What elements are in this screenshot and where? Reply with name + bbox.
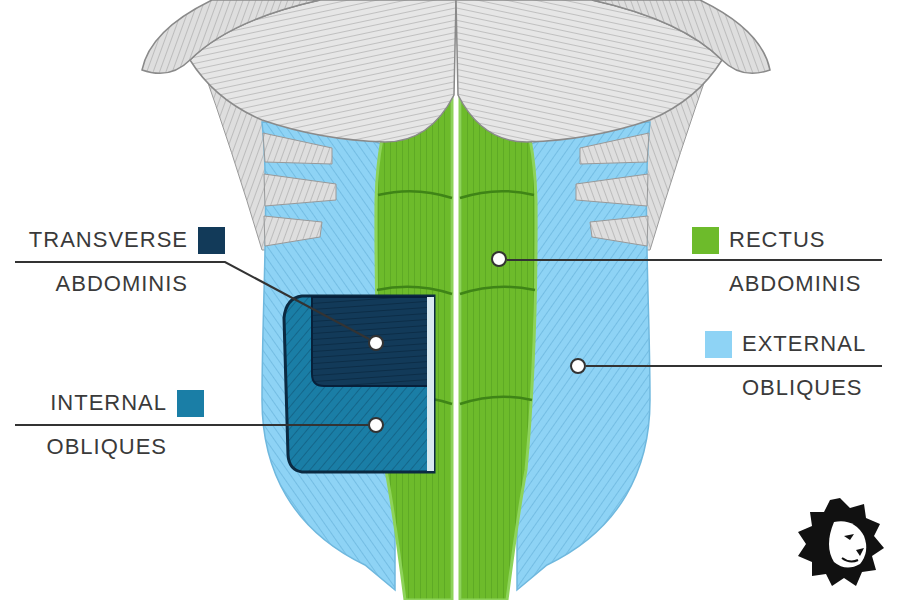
leader-line (15, 424, 368, 426)
cutaway-panel (284, 296, 434, 472)
leader-line (507, 259, 882, 261)
callout-dot (492, 252, 506, 266)
lion-mane (798, 498, 884, 586)
right-torso (456, 0, 770, 600)
internal-oblique (284, 296, 434, 472)
muscle-label: EXTERNAL OBLIQUES (742, 322, 865, 410)
muscle-label: TRANSVERSE ABDOMINIS (29, 218, 188, 306)
leader-line (586, 365, 882, 367)
muscle-label: RECTUS ABDOMINIS (729, 218, 861, 306)
transverse-abdominis (312, 297, 430, 386)
legend-swatch (692, 227, 719, 254)
muscle-label: INTERNAL OBLIQUES (47, 381, 167, 469)
lion-face (829, 521, 866, 567)
legend-swatch (705, 331, 732, 358)
callout-dot (571, 359, 585, 373)
legend-swatch (198, 227, 225, 254)
callout-dots (369, 252, 585, 432)
callout-dot (369, 418, 383, 432)
lion-nose (856, 548, 864, 556)
rectus-sheath (427, 297, 434, 471)
callout-dot (369, 336, 383, 350)
left-torso (142, 0, 456, 600)
lion-eye (844, 534, 854, 540)
lion-mouth (842, 558, 858, 562)
legend-swatch (177, 390, 204, 417)
lion-logo (798, 498, 884, 586)
